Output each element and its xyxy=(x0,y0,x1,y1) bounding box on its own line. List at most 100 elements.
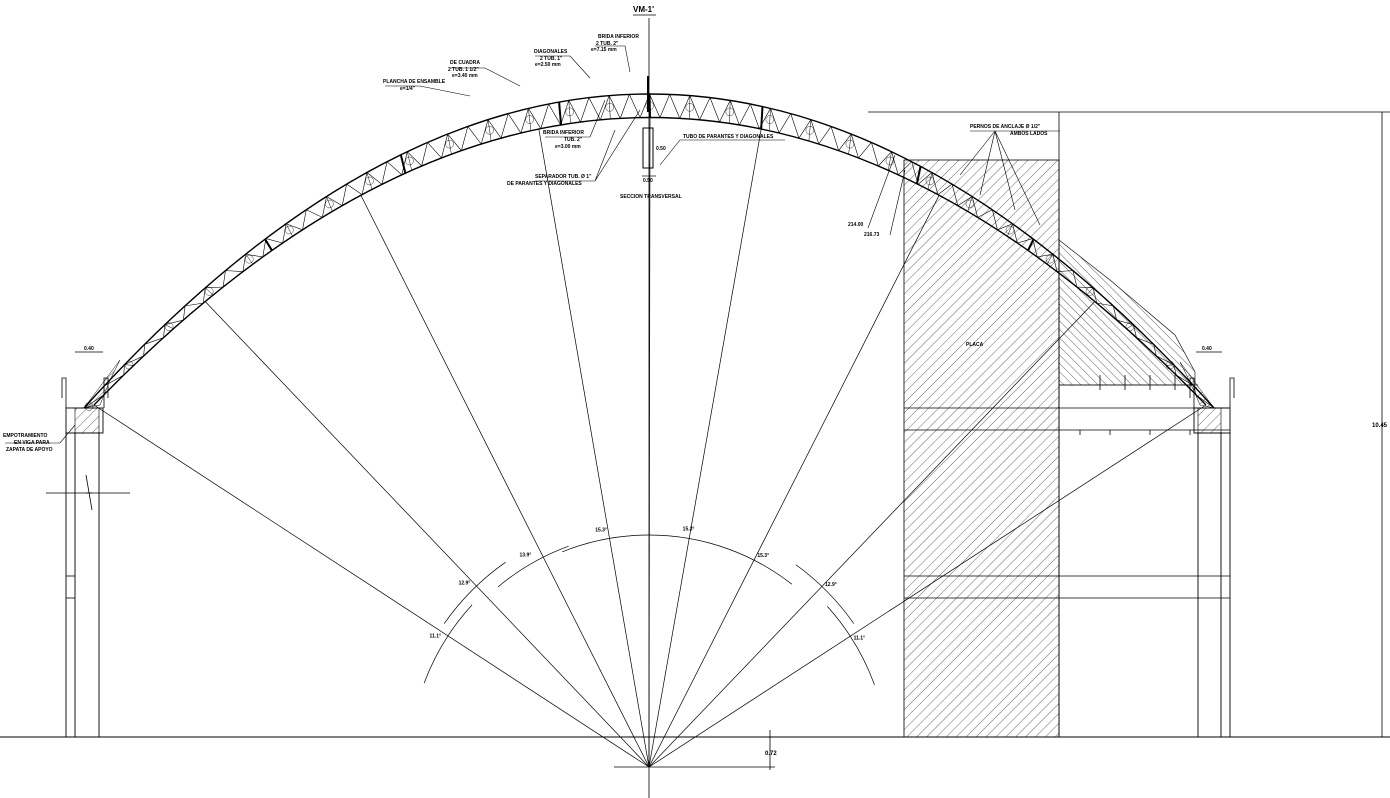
label-plate-dim: e=1/4" xyxy=(400,86,416,92)
angle-arc xyxy=(497,545,569,588)
truss-node xyxy=(1045,254,1055,264)
angle-arc xyxy=(561,534,650,553)
radial-line xyxy=(93,404,650,768)
truss-node xyxy=(805,126,815,135)
truss-diagonal xyxy=(386,151,408,176)
label-diagonals: DIAGONALES xyxy=(534,49,568,55)
truss-diagonal xyxy=(487,113,509,139)
arch-truss xyxy=(83,93,1215,411)
truss-node xyxy=(124,360,134,370)
angle-label: 12.9° xyxy=(825,582,837,588)
truss-diagonal xyxy=(528,103,549,130)
angle-arc xyxy=(827,606,875,686)
truss-diagonal xyxy=(689,95,711,121)
radial-line xyxy=(204,301,650,768)
truss-diagonal xyxy=(1052,254,1073,272)
truss-node xyxy=(565,107,574,117)
truss-node xyxy=(965,199,975,209)
truss-node xyxy=(525,115,534,124)
truss-post xyxy=(1086,287,1094,296)
truss-post xyxy=(1046,254,1054,265)
truss-diagonal xyxy=(285,209,307,231)
radial-line xyxy=(648,301,1096,768)
truss-post xyxy=(326,196,333,212)
truss-node xyxy=(605,103,614,112)
truss-node xyxy=(285,225,294,235)
label-spacer: SEPARADOR TUB. Ø 1" xyxy=(535,174,592,180)
radial-line xyxy=(360,195,650,768)
label-lower-chord-dim: e=3.00 mm xyxy=(555,144,581,150)
truss-diagonal xyxy=(669,94,691,120)
angle-arc xyxy=(423,604,473,684)
leader-lines xyxy=(5,45,1060,444)
angle-label: 11.1° xyxy=(854,635,865,641)
radial-line xyxy=(648,128,762,768)
truss-node xyxy=(485,126,494,135)
angle-label: 15.3° xyxy=(683,527,695,533)
truss-diagonal xyxy=(608,94,630,120)
truss-diagonal xyxy=(366,161,388,185)
truss-diagonal xyxy=(185,287,206,307)
label-anchorage-3: ZAPATA DE APOYO xyxy=(6,447,53,453)
label-upper-chord-dim: e=3.40 mm xyxy=(452,73,478,79)
angle-arc xyxy=(728,548,793,585)
truss-post xyxy=(888,151,892,171)
angle-arc xyxy=(795,564,855,624)
dim-right-top: 0.40 xyxy=(1202,346,1212,352)
truss-diagonal xyxy=(346,172,368,196)
truss-joint xyxy=(399,154,407,174)
labels: VM-1' BRIDA INFERIOR 2 TUB. 2" e=7.15 mm… xyxy=(3,5,1048,453)
dim-height: 10.45 xyxy=(1372,423,1388,429)
radial-line xyxy=(538,128,650,768)
label-bolts: PERNOS DE ANCLAJE Ø 1/2" xyxy=(970,124,1041,130)
truss-node xyxy=(365,176,374,186)
truss-diagonal xyxy=(1092,287,1114,307)
label-bottom-chord-spec: 2 TUB. 2" xyxy=(596,41,619,47)
label-diagonals-dim: e=2.50 mm xyxy=(535,62,561,68)
truss-node xyxy=(765,115,775,124)
left-column xyxy=(46,377,130,737)
truss-post xyxy=(164,324,174,329)
truss-diagonal xyxy=(245,238,267,258)
angle-labels: 11.1°12.9°13.9°15.3°15.3°15.3°12.9°11.1° xyxy=(430,527,866,642)
truss-node xyxy=(245,254,254,264)
truss-node xyxy=(845,139,855,149)
top-column-dims: 0.40 0.40 xyxy=(75,346,1222,353)
truss-diagonal xyxy=(790,113,812,139)
truss-diagonal xyxy=(1173,364,1195,387)
right-column xyxy=(1189,377,1235,737)
section-detail: 0.50 0.50 SECCION TRANSVERSAL xyxy=(620,76,682,200)
truss-post xyxy=(1126,324,1134,329)
truss-diagonal xyxy=(548,100,570,126)
truss-diagonal xyxy=(850,133,872,159)
truss-node xyxy=(725,107,735,117)
truss-diagonal xyxy=(447,126,469,152)
truss-joint xyxy=(760,106,764,130)
truss-node xyxy=(405,156,414,166)
truss-diagonal xyxy=(588,95,610,121)
truss-post xyxy=(1007,223,1013,237)
truss-node xyxy=(1125,322,1135,331)
truss-post xyxy=(245,254,254,265)
label-lower-chord-spec: TUB. 2" xyxy=(564,137,583,143)
truss-diagonal xyxy=(306,196,327,218)
label-bottom-chord: BRIDA INFERIOR xyxy=(598,34,639,40)
truss-diagonal xyxy=(770,108,791,134)
truss-joint xyxy=(648,93,651,118)
section-w: 0.50 xyxy=(643,178,653,184)
truss-post xyxy=(808,119,812,141)
truss-node xyxy=(325,199,334,209)
truss-post xyxy=(447,134,452,155)
truss-post xyxy=(768,108,771,131)
truss-diagonal xyxy=(124,344,145,366)
truss-diagonal xyxy=(144,324,166,345)
truss-diagonal xyxy=(871,142,892,167)
truss-node xyxy=(1165,360,1175,370)
truss-node xyxy=(164,322,174,331)
label-lower-chord: BRIDA INFERIOR xyxy=(543,130,584,136)
truss-diagonal xyxy=(1072,270,1094,289)
angle-arc xyxy=(443,561,506,624)
truss-joint xyxy=(1027,238,1035,251)
truss-post xyxy=(848,134,852,155)
truss-diagonal xyxy=(407,142,428,167)
